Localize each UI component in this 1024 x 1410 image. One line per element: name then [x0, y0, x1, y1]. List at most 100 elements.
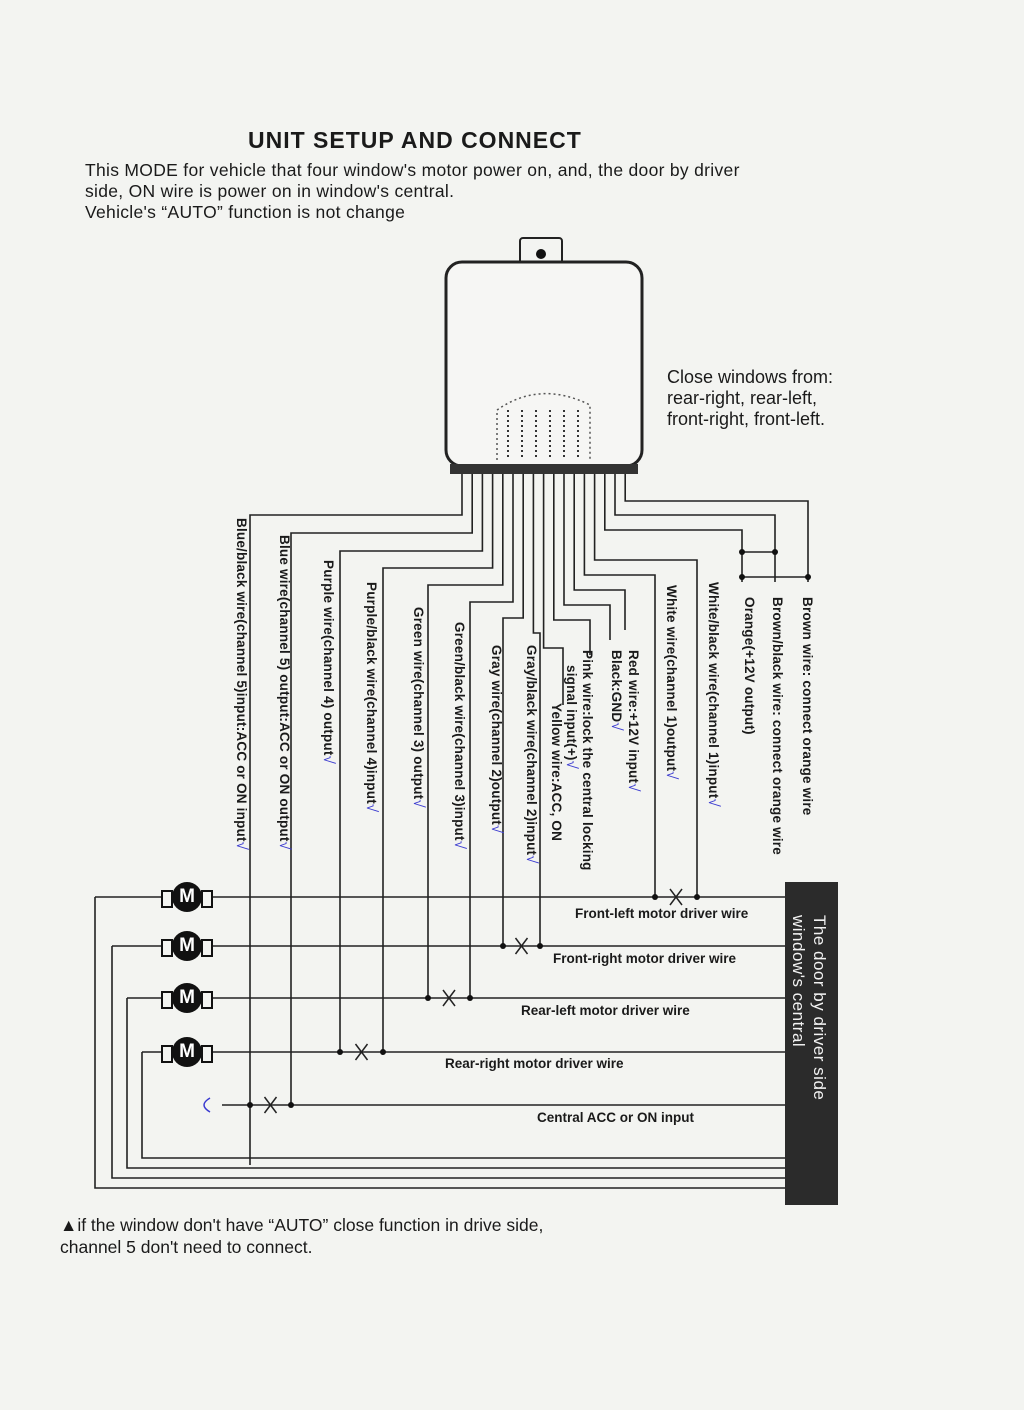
wire-label-text: Brown/black wire: connect orange wire [770, 597, 785, 855]
wire-line [563, 474, 611, 640]
wire-line [339, 474, 484, 1050]
check-mark-icon: √ [523, 855, 540, 864]
door-central-label: The door by driver side window's central [788, 915, 830, 1100]
wire-line [532, 474, 541, 945]
wire-label-text: Purple/black wire(channel 4)input [364, 582, 379, 804]
rear-right-motor-label: Rear-right motor driver wire [445, 1056, 624, 1071]
intro-line-3: Vehicle's “AUTO” function is not change [85, 202, 406, 222]
check-mark-icon: √ [488, 824, 505, 834]
junction-dot [380, 1049, 386, 1055]
wire-line [290, 474, 473, 1105]
wire-label: Purple/black wire(channel 4)input√ [363, 582, 380, 812]
wire-line [553, 474, 591, 655]
wire-line [624, 474, 809, 582]
wire-label: Brown/black wire: connect orange wire [770, 597, 785, 855]
wire-label: White/black wire(channel 1)input√ [705, 582, 722, 807]
wire-label: Green/black wire(channel 3)input√ [451, 622, 468, 849]
check-mark-icon: √ [276, 841, 293, 850]
cut-mark-icon [442, 989, 456, 1007]
wire-line [604, 474, 743, 582]
wire-label-text: Black:GND [609, 650, 624, 723]
wire-label: Orange(+12V output) [742, 597, 757, 735]
front-left-motor-label: Front-left motor driver wire [575, 906, 749, 921]
front-right-motor-label: Front-right motor driver wire [553, 951, 737, 966]
wire-label: Pink wire:lock the central locking [580, 650, 595, 871]
wire-label-text: Blue/black wire(channel 5)input:ACC or O… [234, 518, 249, 842]
wire-line [614, 474, 776, 582]
wire-line [382, 474, 494, 1050]
wire-label: Blue wire(channel 5) output:ACC or ON ou… [276, 535, 293, 850]
mount-hole [536, 249, 546, 259]
motor-icon-rear-right: M [161, 1037, 213, 1067]
cut-mark-icon [263, 1096, 278, 1114]
check-mark-icon: √ [705, 798, 722, 807]
close-note-line: front-right, front-left. [667, 409, 826, 429]
junction-dot [772, 549, 778, 555]
rear-left-motor-label: Rear-left motor driver wire [521, 1003, 690, 1018]
control-unit-box [444, 260, 644, 468]
wire-line [249, 474, 463, 1165]
motor-icon-rear-left: M [161, 983, 213, 1013]
footnote-line: ▲if the window don't have “AUTO” close f… [60, 1215, 544, 1235]
wire-label-text: Purple wire(channel 4) output [321, 560, 336, 756]
junction-dot [739, 549, 745, 555]
cut-mark-icon [669, 888, 683, 906]
intro-line-2: side, ON wire is power on in window's ce… [85, 181, 455, 201]
wire-line [427, 474, 504, 998]
motor-icon-front-right: M [161, 931, 213, 961]
footnote-line: channel 5 don't need to connect. [60, 1237, 313, 1257]
motor-icon-front-left: M [161, 882, 213, 912]
junction-dot [537, 943, 543, 949]
junction-dot [337, 1049, 343, 1055]
wire-label: signal input(+)√ [563, 665, 580, 769]
wire-label-text: Pink wire:lock the central locking [580, 650, 595, 871]
wire-label-text: Brown wire: connect orange wire [800, 597, 815, 816]
wire-label-text: Blue wire(channel 5) output:ACC or ON ou… [277, 535, 292, 842]
check-mark-icon: √ [663, 771, 680, 780]
junction-dot [247, 1102, 253, 1108]
junction-dot [739, 574, 745, 580]
junction-dot [652, 894, 658, 900]
motor-return-line [111, 946, 785, 1179]
wire-label-text: signal input(+) [564, 665, 579, 761]
close-note-line: Close windows from: [667, 367, 834, 387]
footnote: ▲if the window don't have “AUTO” close f… [60, 1214, 543, 1258]
wire-line [583, 474, 656, 897]
wire-label: Gray wire(channel 2)output√ [488, 645, 505, 833]
junction-dot [288, 1102, 294, 1108]
door-label-line: window's central [789, 915, 808, 1048]
check-mark-icon: √ [233, 841, 250, 851]
wire-label: White wire(channel 1)output√ [663, 585, 680, 780]
wire-label-text: Gray wire(channel 2)output [489, 645, 504, 825]
wire-label: Purple wire(channel 4) output√ [320, 560, 337, 764]
door-central-box [785, 882, 838, 1205]
wire-label-text: Green wire(channel 3) output [411, 607, 426, 800]
pen-mark [203, 1097, 211, 1113]
motor-return-line [141, 1052, 785, 1159]
close-note-line: rear-right, rear-left, [667, 388, 818, 408]
central-acc-label: Central ACC or ON input [537, 1110, 694, 1125]
wire-label: Red wire:+12V input√ [625, 650, 642, 792]
cut-mark-icon [514, 937, 529, 955]
wire-label-text: White wire(channel 1)output [664, 585, 679, 772]
door-label-line: The door by driver side [810, 915, 829, 1101]
wire-line [542, 474, 564, 705]
check-mark-icon: √ [625, 783, 642, 792]
junction-dot [425, 995, 431, 1001]
wire-line [469, 474, 514, 998]
wire-label: Yellow wire:ACC, ON [549, 703, 564, 841]
wire-label: Black:GND√ [608, 650, 625, 731]
wire-label: Brown wire: connect orange wire [800, 597, 815, 816]
wire-label: Gray/black wire(channel 2)input√ [523, 645, 540, 864]
wire-label-text: Gray/black wire(channel 2)input [524, 645, 539, 856]
junction-dot [805, 574, 811, 580]
motor-return-line [94, 897, 785, 1189]
check-mark-icon: √ [320, 755, 337, 765]
wire-label-text: Yellow wire:ACC, ON [549, 703, 564, 842]
wire-line [593, 474, 698, 897]
check-mark-icon: √ [363, 803, 380, 813]
wire-line [573, 474, 626, 630]
check-mark-icon: √ [451, 840, 468, 850]
wire-label: Blue/black wire(channel 5)input:ACC or O… [233, 518, 250, 850]
